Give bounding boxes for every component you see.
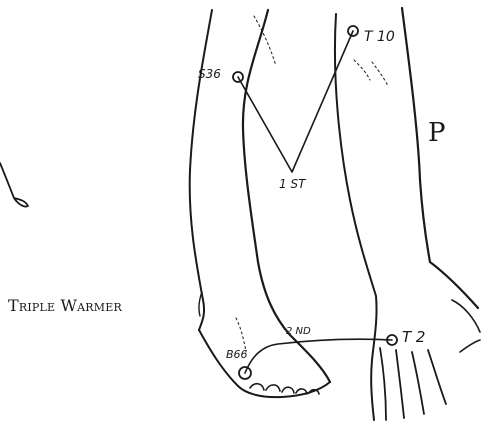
leg-outline-left — [190, 10, 212, 330]
label-point-t2: T 2 — [402, 330, 425, 345]
route-line-second — [245, 339, 392, 373]
label-side-marker: P — [428, 120, 446, 146]
foot-outline — [199, 330, 330, 397]
thumb-sketch — [452, 300, 480, 352]
label-point-t10: T 10 — [364, 30, 395, 44]
hand-fingers — [380, 348, 446, 420]
label-point-b66: B66 — [226, 349, 248, 360]
label-point-s36: S36 — [198, 68, 221, 80]
left-fragment-sketch — [0, 163, 28, 207]
label-second-step: 2 ND — [286, 327, 311, 337]
ankle-contour — [236, 318, 246, 352]
elbow-shading — [354, 60, 388, 86]
arm-outline-right — [402, 8, 478, 308]
diagram-heading: Triple Warmer — [8, 298, 122, 314]
toe-sketch — [250, 384, 319, 394]
label-first-step: 1 ST — [279, 178, 305, 190]
arm-outline-left — [335, 14, 377, 420]
